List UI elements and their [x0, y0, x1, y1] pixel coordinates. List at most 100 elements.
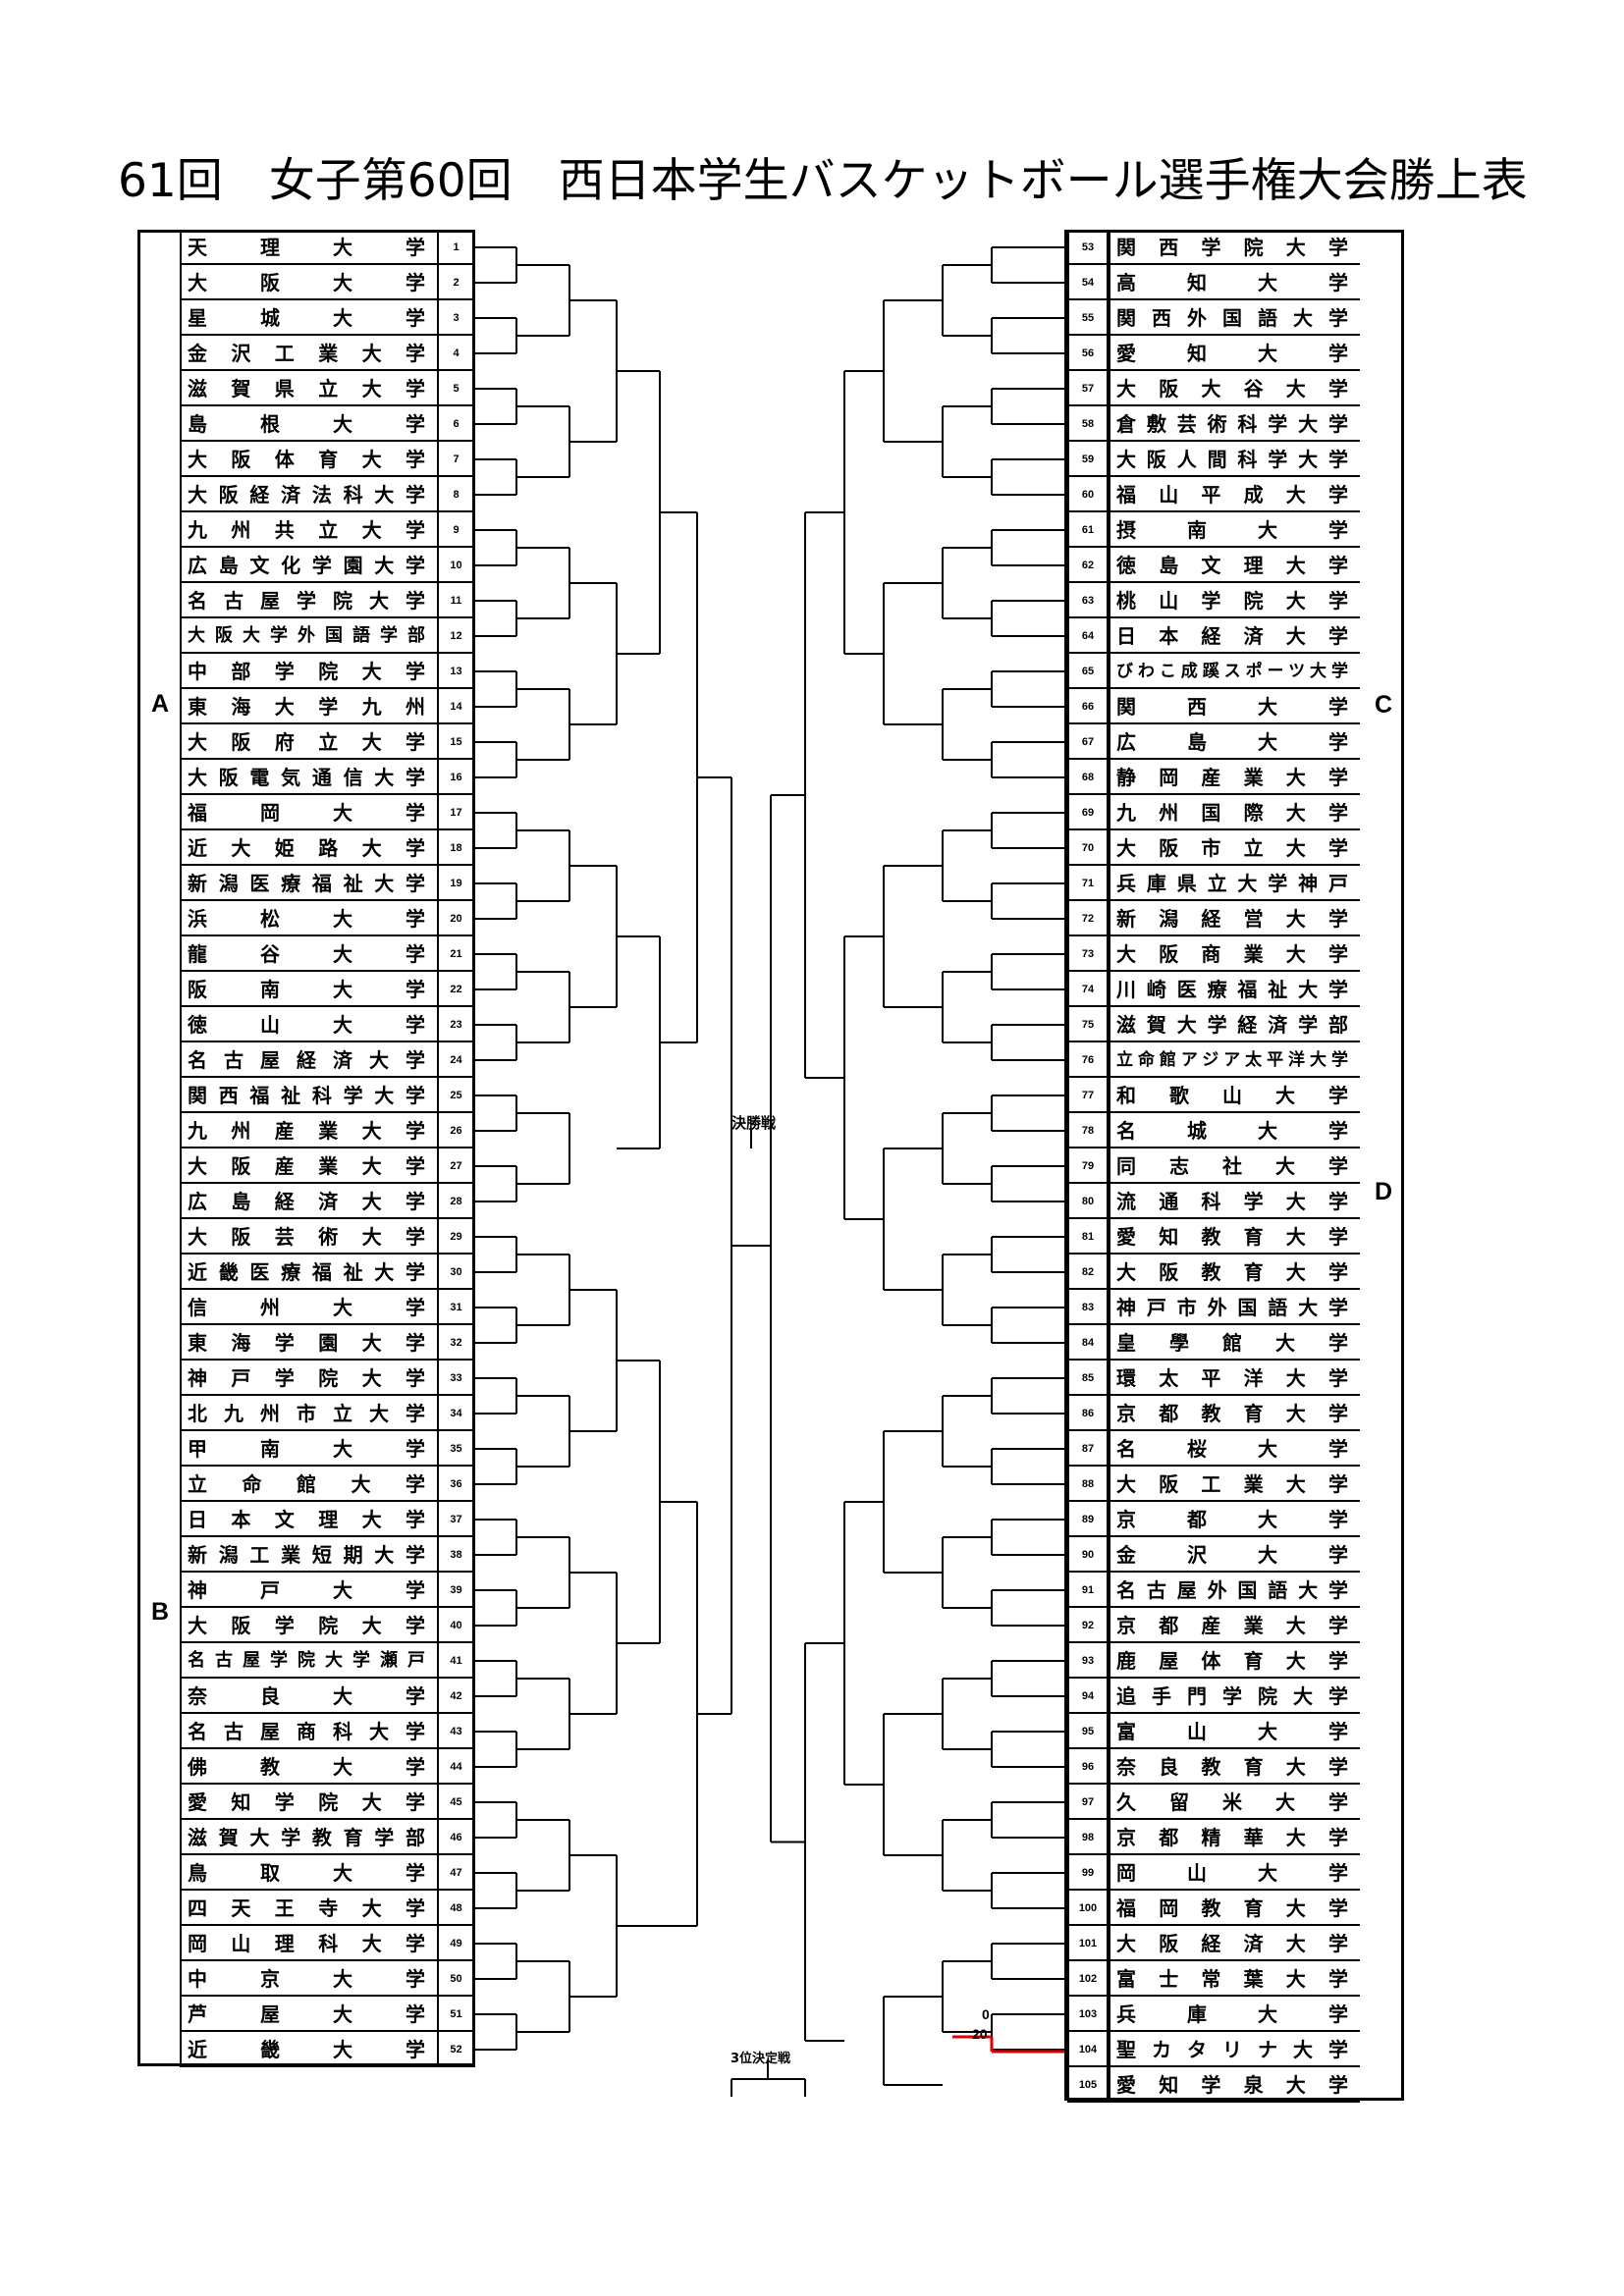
team-name-text: 大阪経済法科大学 — [188, 483, 425, 507]
team-name: 福岡大学 — [180, 795, 437, 830]
seed-number: 9 — [437, 512, 475, 548]
team-name-text: 新潟工業短期大学 — [188, 1543, 425, 1567]
team-name-text: 京都大学 — [1116, 1508, 1348, 1531]
seed-number: 56 — [1067, 336, 1109, 371]
team-name-text: 大阪芸術大学 — [188, 1225, 425, 1249]
seed-number: 40 — [437, 1608, 475, 1643]
team-name-text: 名古屋商科大学 — [188, 1720, 425, 1743]
team-name: 和歌山大学 — [1109, 1078, 1360, 1113]
team-name-text: 近大姫路大学 — [188, 836, 425, 860]
team-name: 同志社大学 — [1109, 1148, 1360, 1184]
team-name-text: 大阪大学 — [188, 271, 425, 294]
team-name: 福山平成大学 — [1109, 477, 1360, 512]
seed-number: 92 — [1067, 1608, 1109, 1643]
team-name: 甲南大学 — [180, 1431, 437, 1467]
team-name: 皇學館大学 — [1109, 1325, 1360, 1361]
team-name-text: 愛知大学 — [1116, 342, 1348, 365]
seed-number: 18 — [437, 830, 475, 866]
team-name-text: 名桜大学 — [1116, 1437, 1348, 1461]
team-name: 大阪大学外国語学部 — [180, 618, 437, 654]
seed-number: 90 — [1067, 1537, 1109, 1573]
team-name: 環太平洋大学 — [1109, 1361, 1360, 1396]
team-name: 愛知教育大学 — [1109, 1219, 1360, 1255]
team-name: 岡山理科大学 — [180, 1926, 437, 1961]
team-name-text: 日本文理大学 — [188, 1508, 425, 1531]
team-name: 大阪府立大学 — [180, 724, 437, 760]
team-name: 中京大学 — [180, 1961, 437, 1997]
team-name: 徳島文理大学 — [1109, 548, 1360, 583]
team-name: 大阪経済法科大学 — [180, 477, 437, 512]
team-name: 聖カタリナ大学 — [1109, 2032, 1360, 2067]
team-name-text: 名古屋経済大学 — [188, 1048, 425, 1072]
team-name-text: 岡山大学 — [1116, 1861, 1348, 1885]
team-name: 名古屋経済大学 — [180, 1042, 437, 1078]
team-name-text: 富山大学 — [1116, 1720, 1348, 1743]
team-name-text: 近畿医療福祉大学 — [188, 1260, 425, 1284]
team-name: 近畿大学 — [180, 2032, 437, 2067]
seed-number: 31 — [437, 1290, 475, 1325]
seed-number: 44 — [437, 1749, 475, 1785]
seed-number: 93 — [1067, 1643, 1109, 1679]
team-name: 関西福祉科学大学 — [180, 1078, 437, 1113]
region-label-d: D — [1374, 1178, 1393, 1205]
seed-number: 2 — [437, 265, 475, 300]
team-name-text: 立命館アジア太平洋大学 — [1116, 1050, 1348, 1070]
team-name-text: 皇學館大学 — [1116, 1331, 1348, 1355]
team-name: 大阪学院大学 — [180, 1608, 437, 1643]
seed-number: 11 — [437, 583, 475, 618]
seed-number: 85 — [1067, 1361, 1109, 1396]
team-name-text: 名古屋学院大学 — [188, 589, 425, 613]
team-name-text: 川崎医療福祉大学 — [1116, 978, 1348, 1001]
team-name: 金沢大学 — [1109, 1537, 1360, 1573]
seed-number: 76 — [1067, 1042, 1109, 1078]
team-name-text: 大阪大谷大学 — [1116, 377, 1348, 400]
team-name-text: 岡山理科大学 — [188, 1932, 425, 1955]
seed-number: 105 — [1067, 2067, 1109, 2103]
seed-number: 53 — [1067, 230, 1109, 265]
team-name-text: 摂南大学 — [1116, 518, 1348, 542]
team-name: 大阪人間科学大学 — [1109, 442, 1360, 477]
team-name: 愛知学院大学 — [180, 1785, 437, 1820]
team-name-text: 大阪体育大学 — [188, 448, 425, 471]
seed-number: 69 — [1067, 795, 1109, 830]
team-name-text: 鹿屋体育大学 — [1116, 1649, 1348, 1673]
seed-number: 97 — [1067, 1785, 1109, 1820]
team-name-text: 追手門学院大学 — [1116, 1684, 1348, 1708]
team-name: 名古屋学院大学 — [180, 583, 437, 618]
seed-number: 17 — [437, 795, 475, 830]
team-name-text: 大阪商業大学 — [1116, 942, 1348, 966]
seed-number: 67 — [1067, 724, 1109, 760]
seed-number: 96 — [1067, 1749, 1109, 1785]
seed-number: 19 — [437, 866, 475, 901]
seed-number: 64 — [1067, 618, 1109, 654]
seed-number: 61 — [1067, 512, 1109, 548]
seed-number: 34 — [437, 1396, 475, 1431]
team-name: 金沢工業大学 — [180, 336, 437, 371]
seed-number: 80 — [1067, 1184, 1109, 1219]
seed-number: 3 — [437, 300, 475, 336]
region-label-a: A — [150, 690, 170, 718]
team-name: 愛知学泉大学 — [1109, 2067, 1360, 2103]
seed-number: 29 — [437, 1219, 475, 1255]
seed-number: 6 — [437, 406, 475, 442]
seed-number: 12 — [437, 618, 475, 654]
team-name: 大阪電気通信大学 — [180, 760, 437, 795]
team-name: 立命館アジア太平洋大学 — [1109, 1042, 1360, 1078]
seed-number: 99 — [1067, 1855, 1109, 1891]
team-name: 大阪大学 — [180, 265, 437, 300]
team-name-text: 中京大学 — [188, 1967, 425, 1991]
team-name: 摂南大学 — [1109, 512, 1360, 548]
team-name: 名桜大学 — [1109, 1431, 1360, 1467]
team-name: 大阪教育大学 — [1109, 1255, 1360, 1290]
team-name-text: 大阪大学外国語学部 — [188, 625, 425, 646]
team-name: 東海大学九州 — [180, 689, 437, 724]
team-name: 龍谷大学 — [180, 936, 437, 972]
seed-number: 48 — [437, 1891, 475, 1926]
team-name-text: 愛知教育大学 — [1116, 1225, 1348, 1249]
team-name: 島根大学 — [180, 406, 437, 442]
team-name: 静岡産業大学 — [1109, 760, 1360, 795]
seed-number: 8 — [437, 477, 475, 512]
seed-number: 65 — [1067, 654, 1109, 689]
team-name-text: 北九州市立大学 — [188, 1402, 425, 1425]
team-name-text: 福山平成大学 — [1116, 483, 1348, 507]
